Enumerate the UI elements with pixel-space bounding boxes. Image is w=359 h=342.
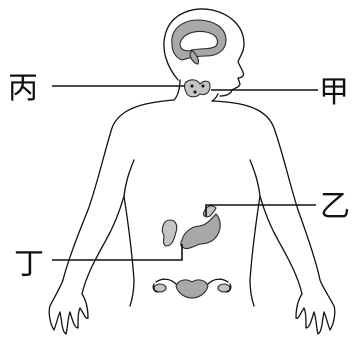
body-outline [49,100,174,334]
body-outline-right [212,101,335,334]
neck-right [212,94,218,101]
label-bing: 丙 [8,71,38,106]
brain [172,20,226,64]
right-arm-inner [250,160,260,196]
reproductive-organs [153,279,231,298]
neck-left [174,80,180,100]
thyroid-gland [185,80,211,97]
left-arm-inner [124,160,134,196]
label-jia: 甲 [319,75,349,110]
label-yi: 乙 [320,189,350,224]
label-ding: 丁 [14,247,44,282]
pancreas [181,206,220,249]
left-organ [162,220,176,246]
